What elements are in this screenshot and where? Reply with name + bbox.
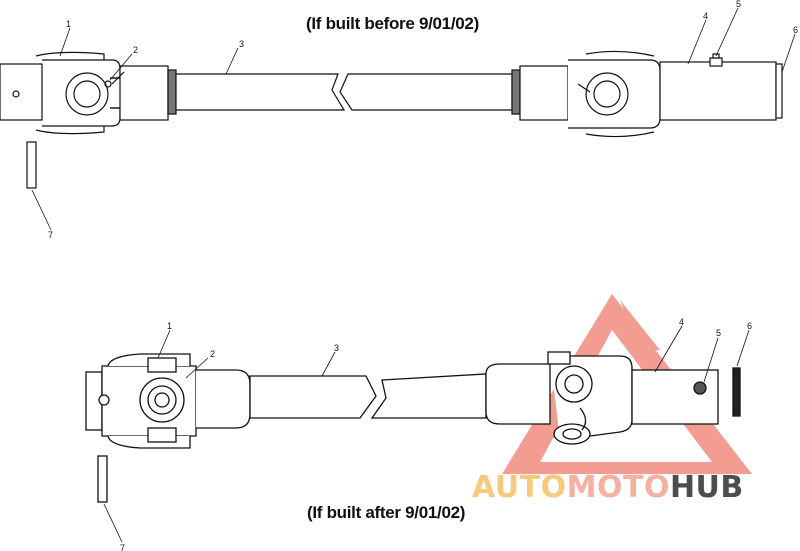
bottom-callout-labels: 1 2 3 4 5 6 7	[120, 317, 752, 551]
watermark-hub: HUB	[669, 470, 744, 505]
top-callout-4: 4	[703, 11, 708, 21]
caption-after-date: (If built after 9/01/02)	[307, 503, 466, 522]
top-tube	[167, 69, 521, 115]
bottom-callout-1: 1	[167, 321, 172, 331]
bottom-callout-5: 5	[716, 328, 721, 338]
bottom-leader-lines	[103, 325, 750, 543]
top-callout-6: 6	[793, 25, 798, 35]
bottom-driveshaft-assembly	[85, 351, 741, 503]
top-left-yoke	[0, 51, 169, 135]
top-callout-5: 5	[736, 0, 741, 9]
top-pin-7	[26, 141, 37, 189]
bottom-callout-6: 6	[747, 321, 752, 331]
top-right-yoke	[519, 50, 783, 138]
bottom-pin-7	[97, 455, 108, 503]
watermark-text: AUTOMOTOHUB	[472, 470, 744, 505]
top-callout-1: 1	[66, 19, 71, 29]
top-callout-7: 7	[48, 230, 53, 240]
bottom-right-yoke	[485, 351, 741, 445]
top-leader-lines	[31, 7, 796, 231]
bottom-left-yoke	[85, 353, 251, 449]
bottom-callout-3: 3	[334, 343, 339, 353]
bottom-callout-2: 2	[210, 349, 215, 359]
bottom-callout-4: 4	[679, 317, 684, 327]
top-callout-labels: 1 2 3 4 5 6 7	[48, 0, 798, 240]
top-driveshaft-assembly	[0, 50, 783, 189]
watermark-moto: MOTO	[566, 470, 670, 505]
bottom-callout-7: 7	[120, 543, 125, 551]
bottom-tube	[249, 373, 487, 419]
watermark-auto: AUTO	[472, 470, 567, 505]
caption-before-date: (If built before 9/01/02)	[306, 14, 479, 33]
top-callout-2: 2	[133, 45, 138, 55]
top-callout-3: 3	[239, 39, 244, 49]
